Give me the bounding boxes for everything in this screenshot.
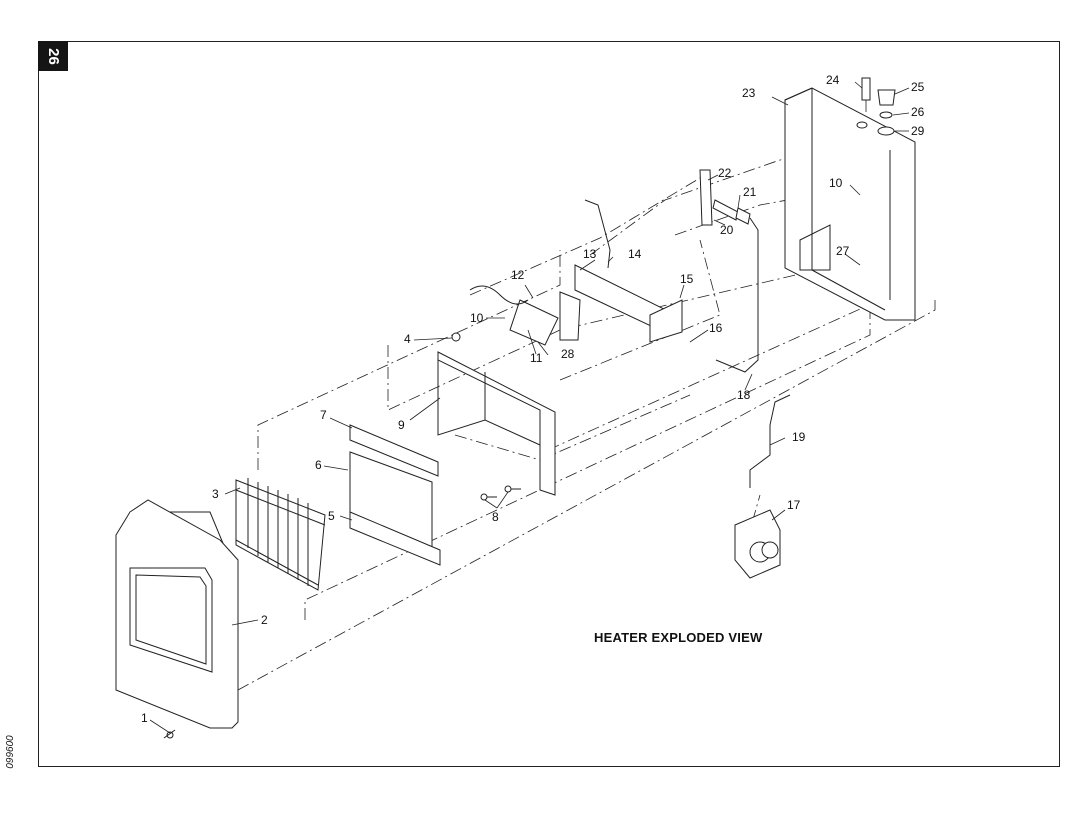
label-part-21: 21 [743, 185, 757, 199]
label-part-28: 28 [561, 347, 575, 361]
tile-bracket-bottom [349, 511, 441, 566]
label-part-1: 1 [141, 711, 148, 725]
gas-valve-fittings [699, 169, 751, 226]
burner-assembly [509, 264, 683, 346]
label-part-2: 2 [261, 613, 268, 627]
label-part-13: 13 [583, 247, 597, 261]
label-part-14: 14 [628, 247, 642, 261]
control-knob-parts [856, 77, 896, 136]
label-part-20: 20 [720, 223, 734, 237]
label-part-6: 6 [315, 458, 322, 472]
regulator-valve [734, 509, 781, 579]
label-part-5: 5 [328, 509, 335, 523]
label-part-15: 15 [680, 272, 694, 286]
part-number-labels: 1 2 3 4 5 6 7 8 9 10 11 12 13 14 15 16 1… [141, 73, 925, 725]
label-part-27: 27 [836, 244, 850, 258]
page-number-tab: 26 [38, 41, 68, 71]
label-part-16: 16 [709, 321, 723, 335]
label-part-10b: 10 [829, 176, 843, 190]
screws [163, 332, 521, 739]
label-part-18: 18 [737, 388, 751, 402]
label-part-24: 24 [826, 73, 840, 87]
label-part-19: 19 [792, 430, 806, 444]
leader-lines [149, 81, 910, 734]
label-part-9: 9 [398, 418, 405, 432]
label-part-8: 8 [492, 510, 499, 524]
page-frame [38, 41, 1060, 767]
label-part-29: 29 [911, 124, 925, 138]
label-part-7: 7 [320, 408, 327, 422]
diagram-title: HEATER EXPLODED VIEW [594, 630, 763, 645]
label-part-17: 17 [787, 498, 801, 512]
label-part-3: 3 [212, 487, 219, 501]
pilot-tubing [469, 199, 791, 488]
label-part-4: 4 [404, 332, 411, 346]
tile-bracket-top [349, 424, 439, 477]
back-casing [784, 87, 916, 321]
label-part-22: 22 [718, 166, 732, 180]
label-part-26: 26 [911, 105, 925, 119]
label-part-10a: 10 [470, 311, 484, 325]
front-casing [115, 499, 239, 729]
radiant-grille [235, 478, 326, 591]
burner-shield [437, 351, 556, 496]
label-part-23: 23 [742, 86, 756, 100]
label-part-25: 25 [911, 80, 925, 94]
label-part-11: 11 [530, 351, 543, 365]
label-part-12: 12 [511, 268, 525, 282]
